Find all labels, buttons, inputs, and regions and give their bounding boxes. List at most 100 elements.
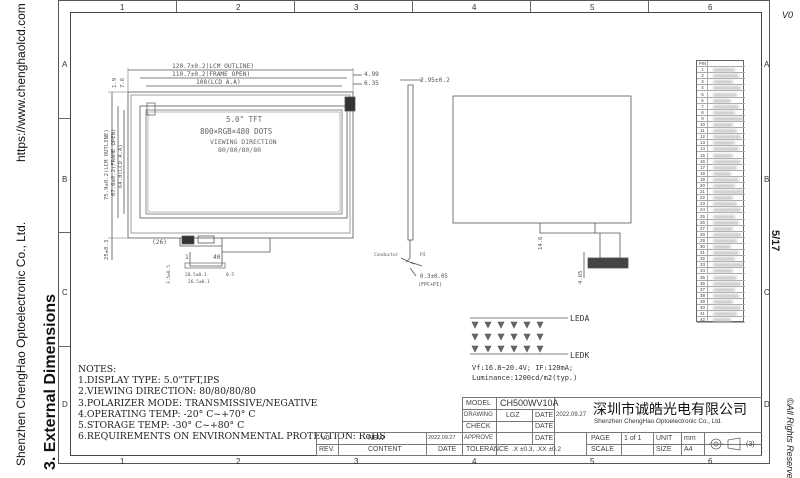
- pin-row: 23: [697, 201, 745, 208]
- pin-description-redacted: [713, 184, 735, 188]
- pin-row: 15: [697, 152, 745, 159]
- pin-row: 5: [697, 91, 745, 98]
- pin-description-redacted: [713, 165, 737, 170]
- rev-new: NEW: [368, 435, 385, 442]
- pin-number: 41: [698, 311, 708, 318]
- check-label: CHECK: [466, 423, 491, 430]
- size-label: SIZE: [656, 446, 672, 453]
- pin-row: 35: [697, 274, 745, 281]
- pin-row: 29: [697, 237, 745, 244]
- side-thickness: 2.95±0.2: [420, 77, 450, 84]
- pin-row: 24: [697, 207, 745, 214]
- pin-number: 35: [698, 274, 708, 281]
- viewing-direction-label: VIEWING DIRECTION: [210, 138, 277, 146]
- pin-row: 2: [697, 73, 745, 80]
- corner-mark: [344, 96, 356, 112]
- pin-row: 12: [697, 134, 745, 141]
- zone-row-c-right: C: [764, 288, 770, 297]
- pin-header-label: PIN: [698, 61, 708, 67]
- size-value: A4: [684, 446, 693, 453]
- dim-frame-width: 110.7±0.2(FRAME OPEN): [172, 71, 250, 78]
- pin-row: 7: [697, 103, 745, 110]
- conductor-tag: PI: [420, 252, 426, 258]
- fpc-dim-c: 26.5±0.1: [188, 279, 210, 285]
- pin-number: 17: [698, 164, 708, 171]
- pin-number: 27: [698, 225, 708, 232]
- zone-col-6-bottom: 6: [708, 457, 713, 466]
- pin-number: 22: [698, 195, 708, 202]
- scale-label: SCALE: [591, 446, 614, 453]
- frame-opening: [139, 105, 348, 219]
- pin-number: 20: [698, 183, 708, 189]
- pin-number: 37: [698, 286, 708, 293]
- pin-description-redacted: [713, 232, 741, 237]
- pin-description-redacted: [713, 190, 743, 195]
- pin-number: 13: [698, 140, 708, 147]
- active-area: [145, 109, 343, 215]
- back-view-body: [452, 95, 632, 224]
- pin-number: 36: [698, 280, 708, 287]
- pin-row: 34: [697, 268, 745, 275]
- pin-description-redacted: [713, 263, 743, 268]
- document-version: V0: [782, 10, 794, 20]
- approve-label: APPROVE: [464, 435, 494, 441]
- pin-number: 34: [698, 268, 708, 275]
- pin-description-redacted: [713, 104, 739, 109]
- dim-left-b: 7.6: [120, 78, 126, 88]
- pin-row: 22: [697, 195, 745, 202]
- fpc-pin-first: 1: [185, 254, 189, 261]
- tolerance-value: .X ±0.3, .XX ±0.2: [512, 446, 562, 453]
- fpc-dim-d: 0.5: [226, 272, 234, 278]
- zone-row-b-right: B: [764, 175, 770, 184]
- pin-row: 42: [697, 317, 745, 324]
- pin-description-redacted: [713, 318, 731, 323]
- pin-description-redacted: [713, 171, 731, 176]
- pin-number: 29: [698, 237, 708, 244]
- model-label: MODEL: [466, 400, 491, 407]
- pin-row: 36: [697, 280, 745, 287]
- pin-row: 31: [697, 250, 745, 257]
- side-view-body: [407, 84, 414, 241]
- sheet-ref: (3): [746, 441, 755, 448]
- pin-row: 9: [697, 115, 745, 122]
- pin-number: 12: [698, 134, 708, 141]
- zone-col-2-top: 2: [236, 3, 241, 12]
- pin-number: 30: [698, 244, 708, 250]
- pin-description-redacted: [713, 220, 739, 225]
- pin-number: 19: [698, 176, 708, 183]
- zone-row-b-left: B: [62, 175, 68, 184]
- company-name-cn: 深圳市诚皓光电有限公司: [593, 402, 747, 418]
- pin-description-redacted: [713, 74, 739, 79]
- conductor-label: Conductor: [374, 252, 399, 258]
- pin-description-redacted: [713, 238, 737, 243]
- zone-row-d-left: D: [62, 400, 68, 409]
- pin-description-redacted: [713, 251, 739, 256]
- pin-row: 13: [697, 140, 745, 147]
- dim-frame-height: 67.6±0.2(FRAME OPEN): [111, 129, 117, 196]
- pin-number: 11: [698, 128, 708, 135]
- note-item: 1.DISPLAY TYPE: 5.0"TFT,IPS: [78, 375, 220, 387]
- panel-size: 5.0" TFT: [226, 115, 263, 124]
- pin-description-redacted: [713, 86, 741, 91]
- pin-row: 37: [697, 286, 745, 293]
- zone-row-a-left: A: [62, 60, 68, 69]
- pin-description-redacted: [713, 141, 735, 146]
- zone-col-1-top: 1: [120, 3, 125, 12]
- pin-row: 27: [697, 225, 745, 232]
- pin-description-redacted: [713, 98, 731, 103]
- pin-description-redacted: [713, 208, 741, 213]
- pin-number: 5: [698, 91, 708, 98]
- pin-description-redacted: [713, 214, 735, 219]
- dim-aa-width: 108(LCD A.A): [196, 79, 241, 86]
- grid-tick: [58, 118, 70, 119]
- pin-description-redacted: [713, 153, 733, 158]
- panel-resolution: 800×RGB×480 DOTS: [200, 127, 273, 136]
- drawing-date-label: DATE: [535, 412, 554, 419]
- pin-number: 15: [698, 152, 708, 159]
- pin-number: 25: [698, 213, 708, 220]
- pin-description-redacted: [713, 269, 733, 274]
- zone-col-5-bottom: 5: [590, 457, 595, 466]
- back-view-fpc: [587, 257, 629, 269]
